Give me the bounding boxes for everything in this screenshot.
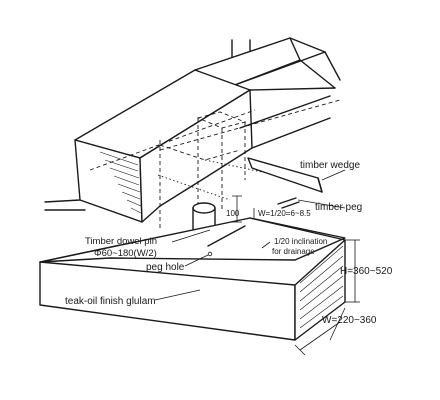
timber-wedge <box>247 157 323 193</box>
label-peg-hole: peg hole <box>146 262 185 273</box>
label-dim-w-small: W=1/20=6~8.5 <box>258 209 311 218</box>
label-dowel-pin-line1: Timber dowel pin <box>85 236 157 247</box>
label-glulam: teak-oil finish glulam <box>65 296 156 307</box>
main-beam <box>44 69 341 223</box>
label-width: W=220~360 <box>322 315 377 326</box>
label-timber-wedge: timber wedge <box>300 160 360 171</box>
glulam-end-hatch <box>299 245 344 329</box>
label-dowel-pin-line2: Φ60~180(W/2) <box>94 248 157 259</box>
label-dim-100: 100 <box>226 209 240 218</box>
timber-peg <box>277 197 300 209</box>
label-inclination-line1: 1/20 inclination <box>274 237 327 246</box>
end-face-hatch <box>99 151 142 214</box>
label-inclination-line2: for drainage <box>272 247 315 256</box>
leader-lines <box>154 169 346 301</box>
dimension-lines <box>232 195 360 356</box>
lower-glulam-beam <box>39 217 346 341</box>
label-timber-peg: timber peg <box>315 202 362 213</box>
label-height: H=360~520 <box>340 266 393 277</box>
